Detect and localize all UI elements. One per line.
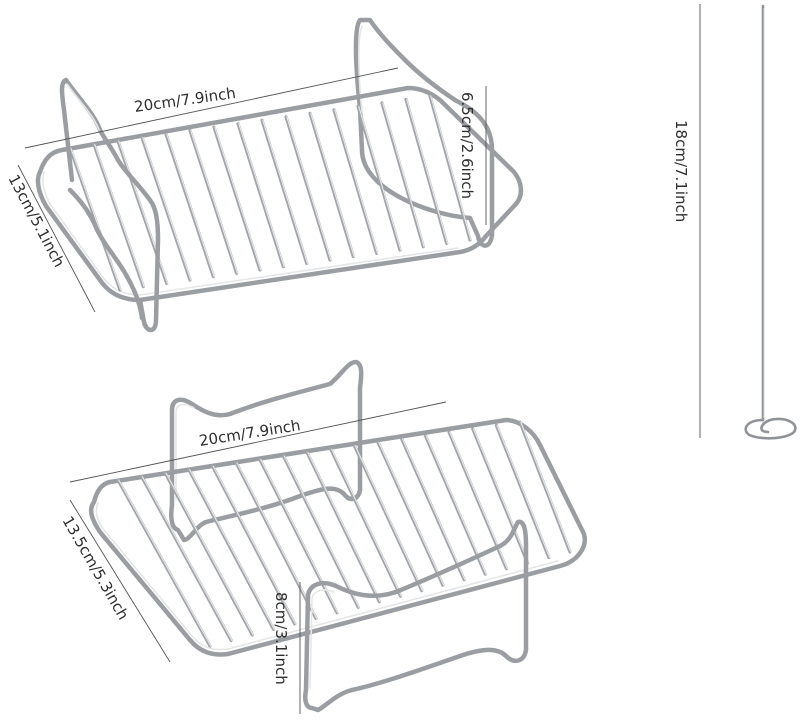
top-depth-dim-line xyxy=(17,164,96,313)
bottom-rack-wire-highlight xyxy=(260,458,339,614)
top-rack-wires xyxy=(68,94,472,292)
top-rack-wire-highlight xyxy=(166,133,215,278)
bottom-width-dim-line xyxy=(69,401,447,483)
bottom-rack-wire-highlight xyxy=(425,435,487,575)
top-rack-wire-highlight xyxy=(382,102,425,248)
top-rack-wire xyxy=(260,118,309,265)
top-rack-wire xyxy=(380,101,425,249)
bottom-rack-wire-highlight xyxy=(212,465,297,625)
bottom-rack-wire-highlight xyxy=(165,472,254,636)
bottom-rack-wire-highlight xyxy=(118,479,212,647)
bottom-rack-wire xyxy=(305,451,382,604)
top-rack-wire xyxy=(332,108,379,255)
bottom-rack-wire-highlight xyxy=(283,455,360,608)
bottom-rack-wire xyxy=(518,420,572,554)
bottom-rack-wire xyxy=(187,468,276,632)
bottom-rack-wire xyxy=(471,427,530,565)
bottom-depth-dim-line xyxy=(69,499,171,663)
bottom-rack-front-handle xyxy=(303,519,529,713)
top-rack-wire xyxy=(188,129,239,275)
top-rack-wire-highlight xyxy=(214,126,262,271)
bottom-depth-label: 13.5cm/5.3inch xyxy=(59,513,133,623)
bottom-rack: 20cm/7.9inch 13.5cm/5.3inch 8cm/3.1inch xyxy=(59,359,588,714)
top-rack-wire xyxy=(404,97,449,245)
top-rack-wire xyxy=(284,115,332,262)
bottom-rack-wire-highlight xyxy=(141,476,233,642)
top-rack-wire xyxy=(140,136,192,282)
top-rack-wire xyxy=(68,146,122,292)
bottom-rack-frame xyxy=(88,417,588,657)
bottom-rack-wire xyxy=(234,461,318,620)
bottom-rack-wire xyxy=(210,464,297,626)
skewer: 18cm/7.1inch xyxy=(672,4,797,440)
bottom-rack-wire-highlight xyxy=(331,448,402,597)
bottom-rack-wire xyxy=(116,478,212,648)
top-rack-wire-highlight xyxy=(238,123,285,268)
bottom-rack-wire xyxy=(423,434,487,576)
top-rack-wire xyxy=(212,125,262,272)
top-rack-wire-highlight xyxy=(94,143,145,288)
bottom-width-label: 20cm/7.9inch xyxy=(198,416,302,450)
bottom-rack-wire xyxy=(329,447,403,598)
bottom-rack-wires xyxy=(116,420,572,648)
top-rack-wire-highlight xyxy=(262,119,309,264)
top-width-dim-line xyxy=(24,67,399,149)
top-rack-wire-highlight xyxy=(190,130,239,274)
top-rack-wire xyxy=(164,132,215,279)
bottom-rack-wire xyxy=(258,457,339,615)
bottom-rack-wire xyxy=(281,454,360,609)
bottom-rack-wire xyxy=(140,474,233,643)
top-rack-wire-highlight xyxy=(70,147,122,291)
top-rack-wire-highlight xyxy=(118,140,169,284)
top-rack-wire xyxy=(236,122,285,269)
bottom-rack-wire-highlight xyxy=(354,445,424,592)
top-width-label: 20cm/7.9inch xyxy=(133,84,237,116)
bottom-rack-wire-highlight xyxy=(307,452,381,603)
top-rack-left-leg xyxy=(59,77,161,333)
top-rack-wire-highlight xyxy=(286,116,332,261)
top-rack-wire-highlight xyxy=(310,112,355,258)
top-rack-wire-highlight xyxy=(430,95,472,241)
top-rack-wire xyxy=(92,142,145,289)
bottom-rack-wire-highlight xyxy=(472,428,529,564)
top-rack-wire xyxy=(428,94,472,242)
bottom-rack-wire-highlight xyxy=(496,424,551,559)
bottom-rack-wire xyxy=(376,440,445,587)
top-rack-wire-highlight xyxy=(142,137,192,281)
skewer-coil xyxy=(744,417,797,440)
bottom-height-label: 8cm/3.1inch xyxy=(272,592,290,685)
bottom-rack-wire xyxy=(163,471,254,637)
top-rack: 20cm/7.9inch 13cm/5.1inch 6.5cm/2.6inch xyxy=(4,17,524,333)
top-rack-wire xyxy=(308,111,355,259)
bottom-rack-wire xyxy=(494,423,551,560)
bottom-rack-wire xyxy=(352,444,424,593)
bottom-rack-wire-highlight xyxy=(189,469,275,630)
bottom-rack-wire-highlight xyxy=(236,462,318,619)
top-height-label: 6.5cm/2.6inch xyxy=(458,92,476,199)
top-rack-wire-highlight xyxy=(334,109,379,254)
bottom-rack-wire xyxy=(400,437,466,582)
bottom-rack-wire-highlight xyxy=(520,421,572,553)
top-rack-wire-highlight xyxy=(406,98,449,244)
bottom-rack-wire-highlight xyxy=(402,438,466,581)
bottom-rack-wire-highlight xyxy=(378,441,445,586)
top-rack-frame xyxy=(35,85,524,303)
skewer-length-label: 18cm/7.1inch xyxy=(672,120,690,222)
top-rack-wire xyxy=(356,104,402,252)
top-rack-wire-highlight xyxy=(358,105,402,251)
